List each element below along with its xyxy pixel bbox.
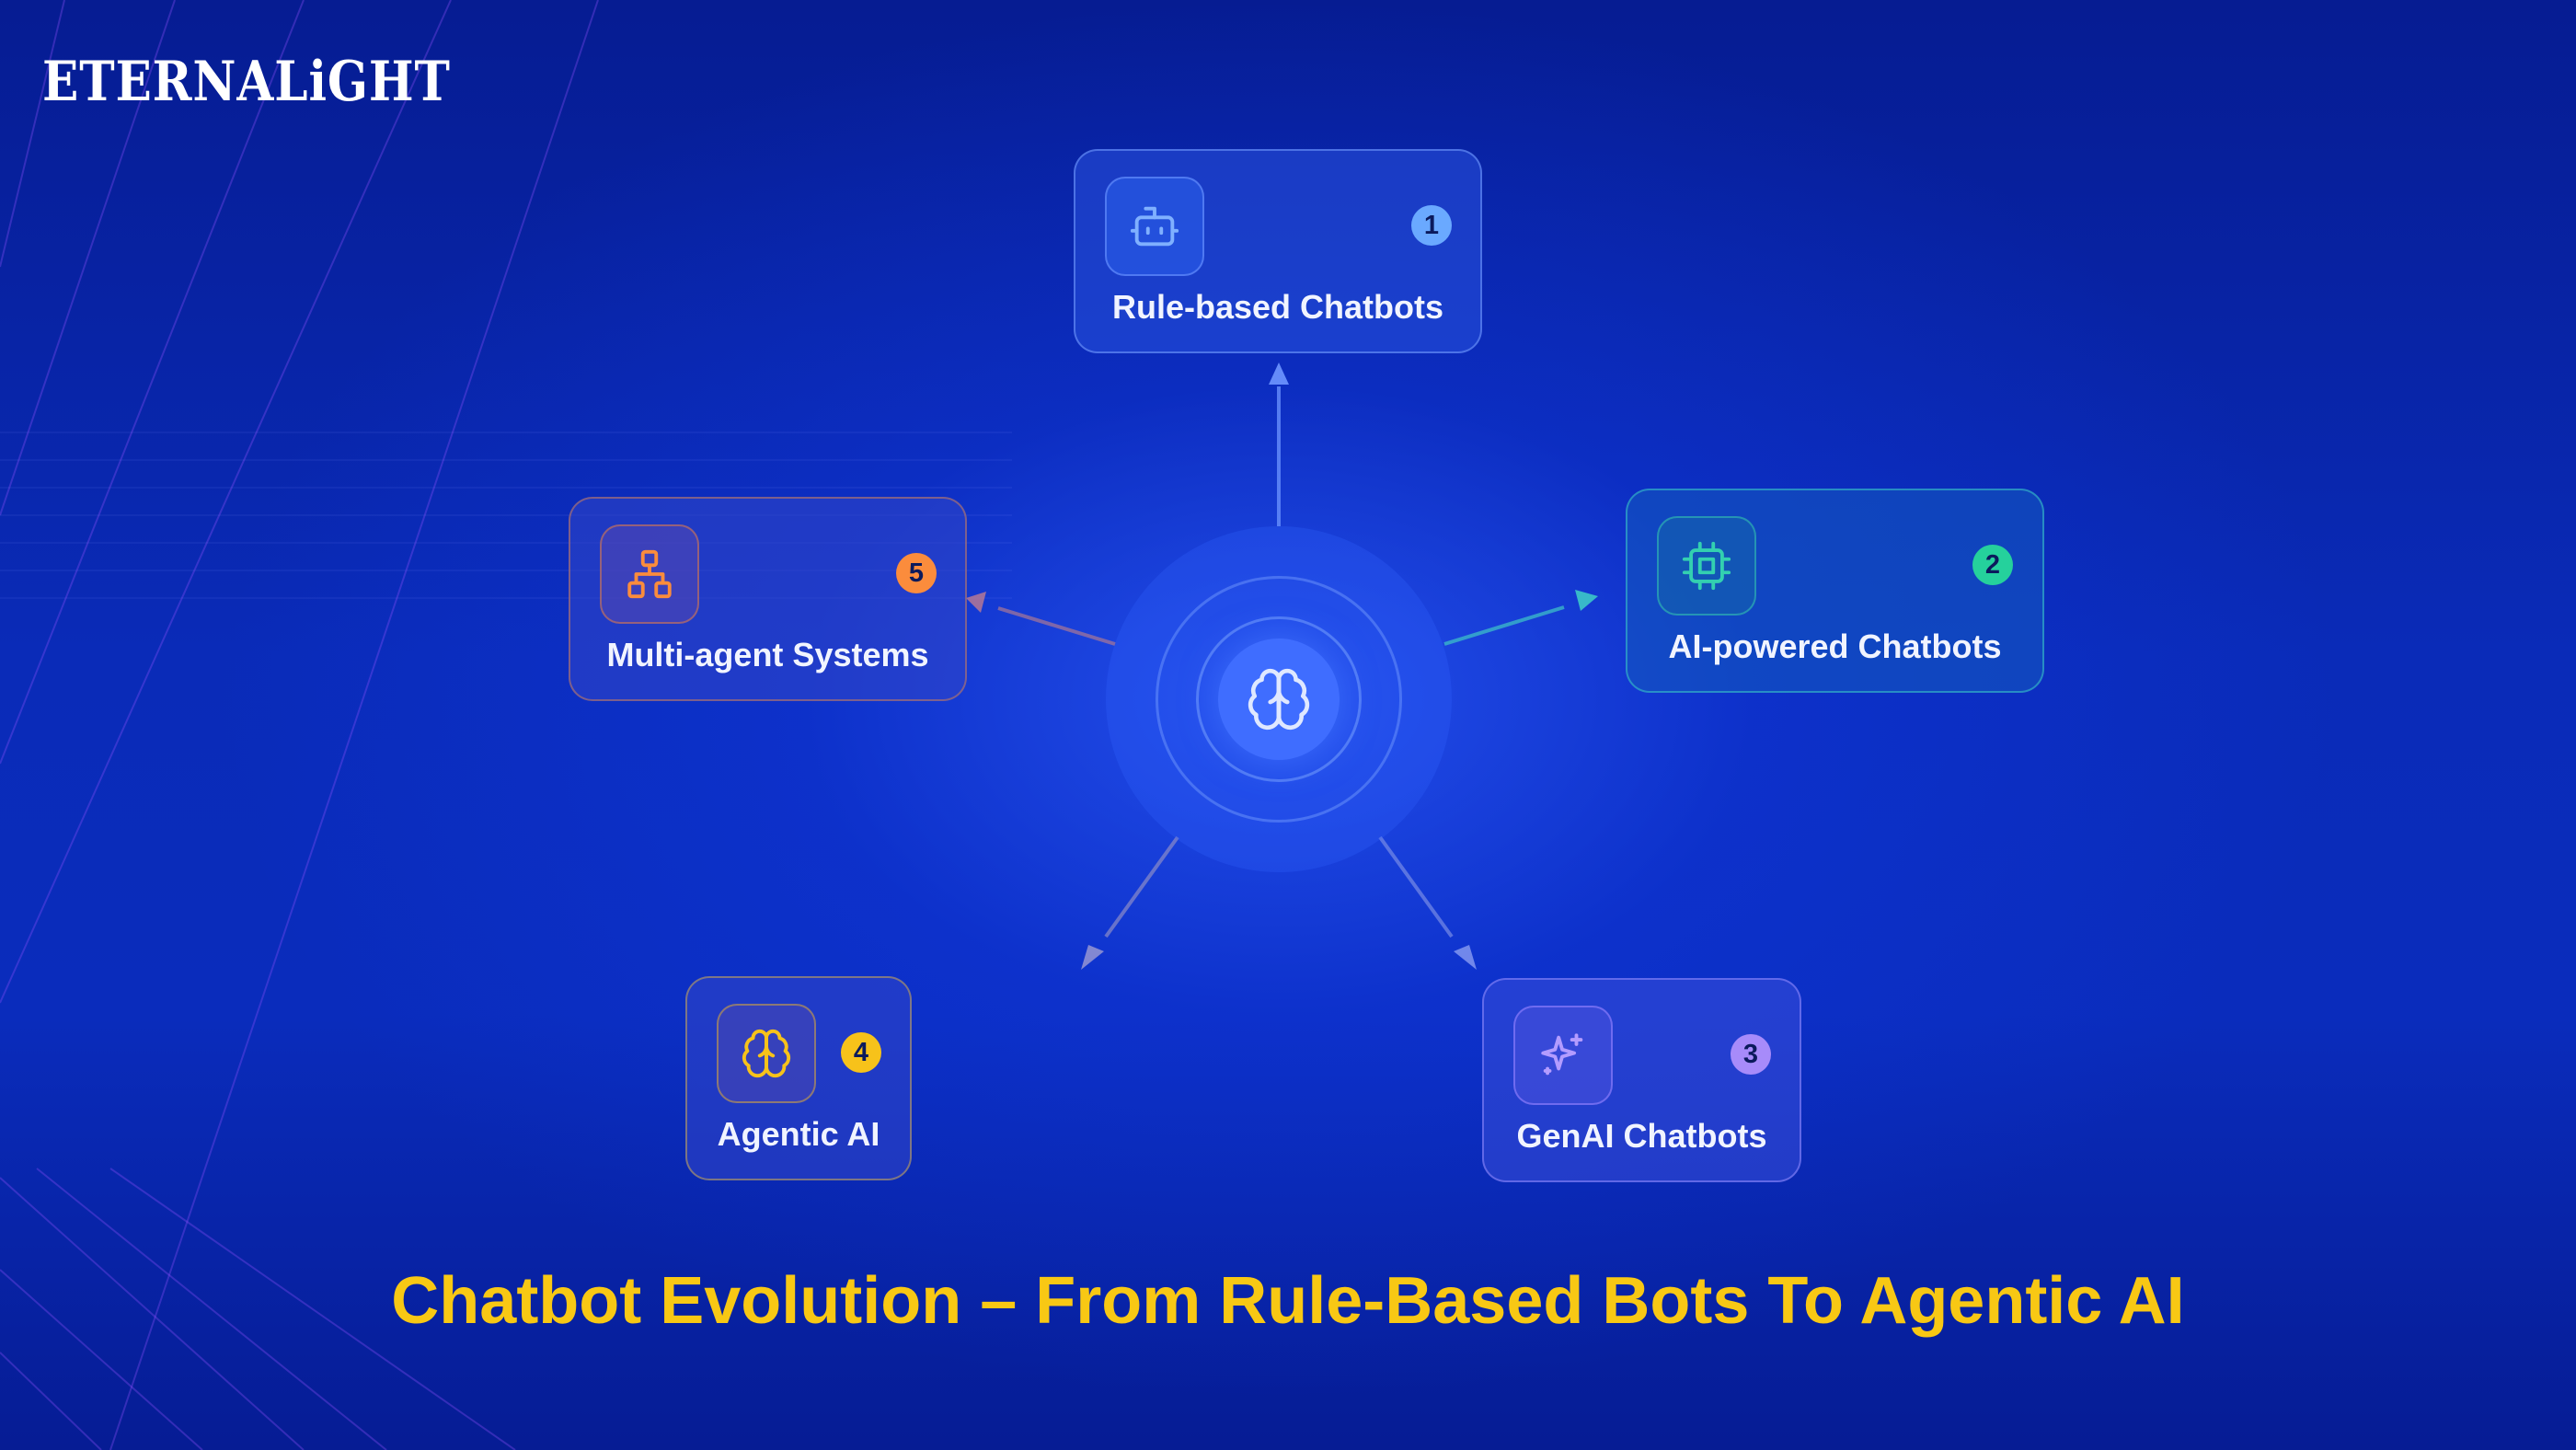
arrowhead-stage-3 <box>1454 945 1477 970</box>
sparkles-icon <box>1541 1033 1583 1076</box>
stage-label: AI-powered Chatbots <box>1668 627 2002 665</box>
network-hierarchy-icon <box>627 549 672 599</box>
stage-label: Rule-based Chatbots <box>1111 288 1444 326</box>
connector-to-stage-5 <box>997 606 1116 646</box>
stage-number-badge: 1 <box>1411 205 1452 246</box>
stage-icon-box <box>717 1004 816 1103</box>
stage-label: GenAI Chatbots <box>1516 1117 1767 1155</box>
stage-number-badge: 4 <box>841 1032 881 1073</box>
hub-ring-inner <box>1196 616 1362 782</box>
stage-card-multi-agent-systems: 5 Multi-agent Systems <box>569 497 967 701</box>
connector-to-stage-2 <box>1443 605 1565 646</box>
robot-icon <box>1130 206 1179 247</box>
stage-label: Multi-agent Systems <box>606 636 929 673</box>
stage-icon-box <box>1657 516 1756 616</box>
stage-icon-box <box>600 524 699 624</box>
stage-card-genai-chatbots: 3 GenAI Chatbots <box>1482 978 1801 1182</box>
cpu-chip-icon <box>1682 541 1731 591</box>
arrowhead-stage-1 <box>1269 362 1289 385</box>
stage-label: Agentic AI <box>717 1115 880 1153</box>
brand-logo: ETERNALiGHT <box>42 40 488 123</box>
stage-card-agentic-ai: 4 Agentic AI <box>685 976 912 1180</box>
arrowhead-stage-2 <box>1575 590 1598 611</box>
brand-name: ETERNALiGHT <box>42 50 451 114</box>
stage-icon-box <box>1105 177 1204 276</box>
brain-icon <box>1248 668 1310 731</box>
stage-number-badge: 2 <box>1972 545 2013 585</box>
stage-card-rule-based-chatbots: 1 Rule-based Chatbots <box>1074 149 1482 353</box>
hub-core <box>1218 639 1340 760</box>
connector-to-stage-3 <box>1378 835 1454 938</box>
hub-ring-outer <box>1156 576 1402 823</box>
connector-to-stage-4 <box>1104 835 1179 938</box>
stage-number-badge: 3 <box>1731 1034 1771 1075</box>
arrowhead-stage-4 <box>1081 945 1104 970</box>
stage-number-badge: 5 <box>896 553 937 593</box>
stage-icon-box <box>1513 1006 1613 1105</box>
arrowhead-stage-5 <box>966 592 986 613</box>
stage-card-ai-powered-chatbots: 2 AI-powered Chatbots <box>1626 489 2044 693</box>
page-title: Chatbot Evolution – From Rule-Based Bots… <box>391 1264 2185 1338</box>
brain-icon <box>742 1029 791 1078</box>
